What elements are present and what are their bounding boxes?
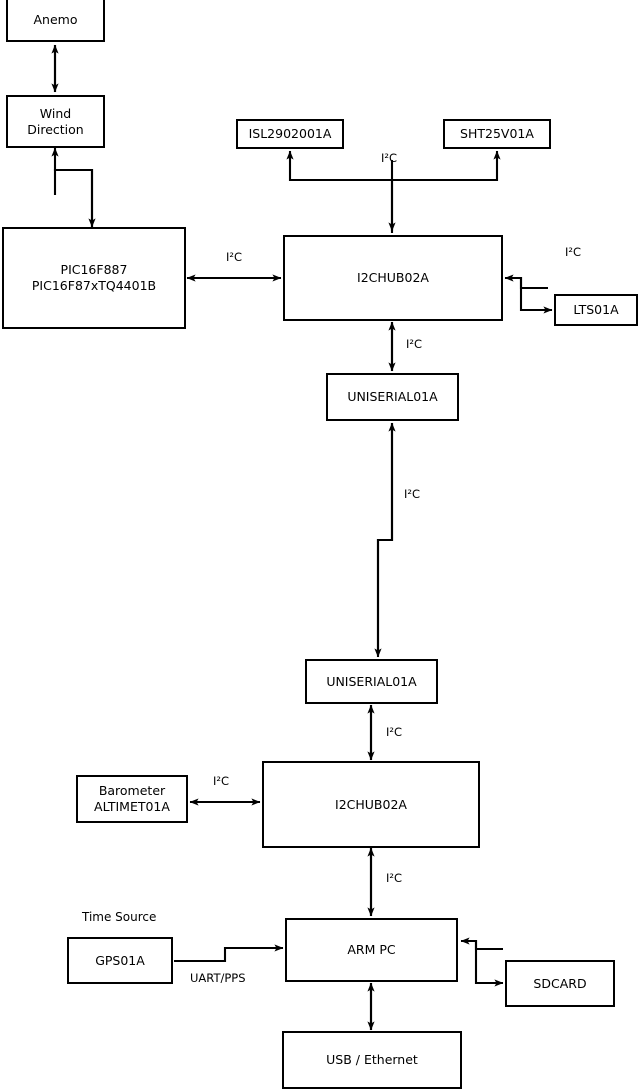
node-isl2902001a[interactable]: ISL2902001A <box>236 119 344 149</box>
node-i2chub02a-top-label: I2CHUB02A <box>357 270 429 286</box>
node-usb-ethernet-label: USB / Ethernet <box>326 1052 418 1068</box>
edge-label-barometer-to-hub: I²C <box>213 774 230 788</box>
wire-hub-to-sht <box>392 150 501 182</box>
node-wind-direction-label: Wind Direction <box>27 105 84 137</box>
wire-pic-to-wind <box>53 168 96 228</box>
node-sht25v01a[interactable]: SHT25V01A <box>443 119 551 149</box>
wire-armpc-to-sdcard <box>461 939 504 987</box>
node-sht25v01a-label: SHT25V01A <box>460 126 534 142</box>
wire-uniserial1-to-uniserial2 <box>374 423 394 658</box>
wire-lts-to-hub <box>504 274 548 290</box>
edge-label-hub-bottom-to-armpc: I²C <box>386 871 403 885</box>
label-time-source: Time Source <box>82 910 157 924</box>
node-barometer-label: Barometer ALTIMET01A <box>94 783 170 814</box>
edge-label-isl-sht-bus: I²C <box>381 151 398 165</box>
node-i2chub02a-top[interactable]: I2CHUB02A <box>283 235 503 321</box>
edge-label-hub-to-uniserial1: I²C <box>406 337 423 351</box>
node-sdcard[interactable]: SDCARD <box>505 960 615 1007</box>
node-arm-pc[interactable]: ARM PC <box>285 918 458 982</box>
wire-gps-to-armpc <box>174 944 284 963</box>
wire-hub-to-isl <box>286 150 394 233</box>
node-gps01a[interactable]: GPS01A <box>67 937 173 984</box>
node-pic-mcu-label: PIC16F887 PIC16F87xTQ4401B <box>31 262 157 293</box>
edge-label-uniserial2-to-hub-bottom: I²C <box>386 725 403 739</box>
node-anemo-label: Anemo <box>33 11 78 27</box>
node-arm-pc-label: ARM PC <box>347 942 396 958</box>
wire-sdcard-to-armpc <box>460 937 503 951</box>
node-uniserial01a-upper-label: UNISERIAL01A <box>347 389 438 405</box>
wire-uniserial2-to-uniserial1 <box>376 422 396 650</box>
node-wind-direction[interactable]: Wind Direction <box>6 95 105 148</box>
node-barometer[interactable]: Barometer ALTIMET01A <box>76 775 188 823</box>
wire-hub-to-lts <box>505 276 553 314</box>
edge-label-uniserial1-to-uniserial2: I²C <box>404 487 421 501</box>
edge-label-gps-to-armpc: UART/PPS <box>190 971 246 985</box>
edge-label-hub-to-lts: I²C <box>565 245 582 259</box>
wire-wind-to-pic <box>51 147 94 227</box>
node-uniserial01a-lower-label: UNISERIAL01A <box>326 673 417 689</box>
node-gps01a-label: GPS01A <box>95 952 145 968</box>
node-lts01a[interactable]: LTS01A <box>554 294 638 326</box>
node-i2chub02a-bottom[interactable]: I2CHUB02A <box>262 761 480 848</box>
node-uniserial01a-lower[interactable]: UNISERIAL01A <box>305 659 438 704</box>
node-sdcard-label: SDCARD <box>533 975 587 991</box>
node-pic-mcu[interactable]: PIC16F887 PIC16F87xTQ4401B <box>2 227 186 329</box>
node-isl2902001a-label: ISL2902001A <box>248 126 332 142</box>
edge-label-pic-to-hub: I²C <box>226 250 243 264</box>
node-i2chub02a-bottom-label: I2CHUB02A <box>335 796 407 812</box>
node-anemo[interactable]: Anemo <box>6 0 105 42</box>
node-lts01a-label: LTS01A <box>573 302 619 318</box>
node-uniserial01a-upper[interactable]: UNISERIAL01A <box>326 373 459 421</box>
node-usb-ethernet[interactable]: USB / Ethernet <box>282 1031 462 1089</box>
